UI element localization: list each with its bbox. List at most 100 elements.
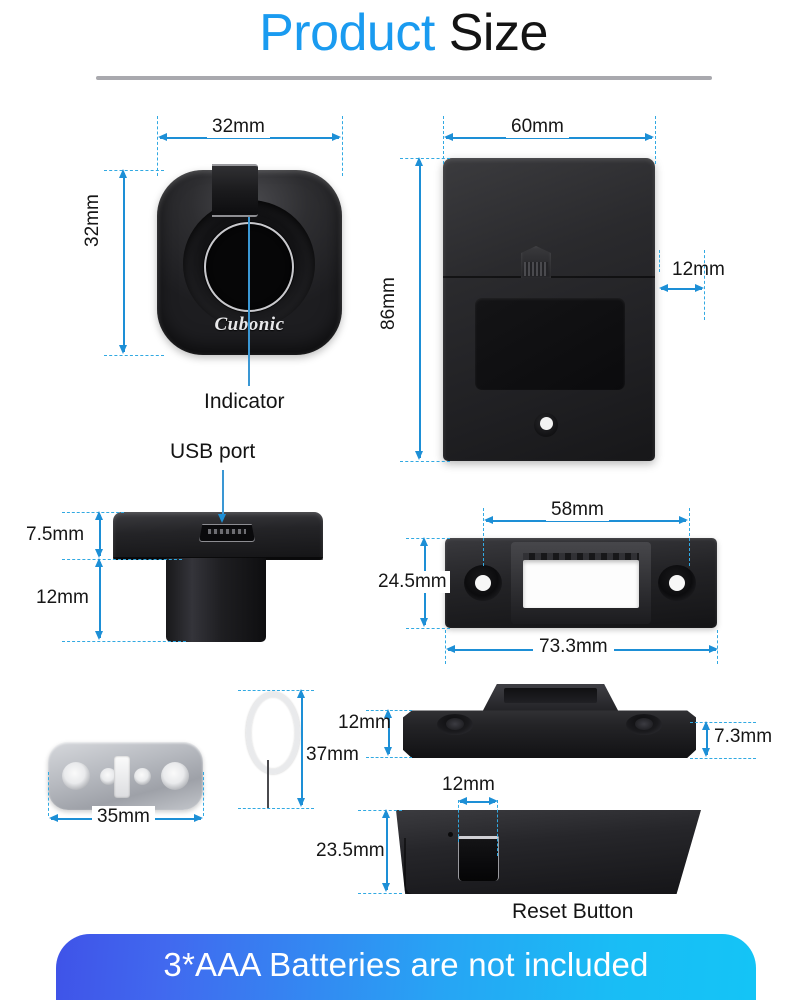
ext-line (104, 170, 164, 171)
dimension-line-left-height (388, 713, 390, 754)
indicator-leader-line (248, 196, 250, 386)
ext-line (497, 800, 498, 856)
ext-line (203, 772, 204, 816)
arrowhead (119, 169, 127, 178)
dimension-label-width: 60mm (506, 116, 569, 138)
arrowhead (194, 814, 203, 822)
arrowhead (382, 809, 390, 818)
arrowhead (458, 797, 467, 805)
dimension-label-right-height: 7.3mm (714, 726, 773, 747)
arrowhead (444, 133, 453, 141)
page-title-accent: Product (259, 4, 435, 62)
dimension-label-width: 35mm (92, 806, 155, 828)
arrowhead (420, 618, 428, 627)
dimension-line-height (123, 173, 125, 352)
reset-button[interactable] (458, 836, 499, 881)
ext-line (238, 808, 314, 809)
pinhole-icon (448, 832, 453, 837)
arrowhead (420, 537, 428, 546)
ext-line (690, 722, 756, 723)
strike-plate-cutout (523, 553, 639, 608)
arrowhead (695, 284, 704, 292)
ext-line (400, 158, 450, 159)
lock-latch-bolt (212, 164, 258, 217)
arrowhead (645, 133, 654, 141)
arrowhead (415, 157, 423, 166)
usb-leader-line (222, 470, 224, 516)
dimension-label-total-width: 73.3mm (533, 636, 614, 658)
arrowhead (659, 284, 668, 292)
ext-line (62, 559, 182, 560)
reset-button-label: Reset Button (512, 900, 634, 923)
ext-line (659, 250, 660, 272)
dimension-line-height (419, 161, 421, 458)
arrowhead (297, 798, 305, 807)
ext-line (655, 116, 656, 164)
dimension-label-button-width: 12mm (442, 774, 495, 795)
screw-hole (464, 565, 502, 601)
ext-line (366, 757, 412, 758)
arrowhead (382, 883, 390, 892)
dimension-label-height: 23.5mm (316, 840, 385, 861)
screw-hole (658, 565, 696, 601)
battery-notice-text: 3*AAA Batteries are not included (163, 946, 649, 983)
reset-panel-body (396, 810, 701, 894)
arrowhead (489, 797, 498, 805)
screw-hole (134, 768, 151, 785)
arrowhead (384, 709, 392, 718)
ext-line (689, 508, 690, 566)
dimension-label-stem: 12mm (36, 587, 89, 608)
micro-usb-icon (199, 524, 255, 542)
usb-port-label: USB port (170, 440, 256, 463)
ext-line (443, 116, 444, 164)
ext-line (104, 355, 164, 356)
arrowhead (679, 516, 688, 524)
ext-line (62, 641, 186, 642)
latch-slider (521, 246, 551, 278)
dimension-label-height: 24.5mm (375, 571, 450, 593)
dimension-line-height (301, 693, 303, 805)
dimension-line-cap (99, 515, 101, 556)
ext-line (704, 250, 705, 320)
arrowhead (95, 558, 103, 567)
dimension-line-stem (99, 562, 101, 638)
arrowhead (95, 549, 103, 558)
arrowhead (95, 631, 103, 640)
dimension-label-height: 37mm (306, 744, 359, 765)
arrowhead (297, 689, 305, 698)
arrowhead (446, 645, 455, 653)
arrowhead (158, 133, 167, 141)
arrowhead (702, 748, 710, 757)
ext-line (400, 461, 450, 462)
strike-plate-frame (511, 542, 651, 624)
dimension-label-width: 32mm (207, 116, 270, 138)
indicator-label: Indicator (204, 390, 285, 413)
usb-stem-body (166, 558, 266, 642)
strike-plate-body (445, 538, 717, 628)
ext-line (458, 800, 459, 842)
arrowhead (484, 516, 493, 524)
ext-line (358, 810, 402, 811)
ext-line (483, 508, 484, 566)
screw-hole (161, 762, 189, 790)
dimension-label-latch: 12mm (672, 259, 725, 280)
arrowhead (119, 345, 127, 354)
arrowhead (415, 451, 423, 460)
dimension-label-height: 32mm (80, 189, 106, 252)
ext-line (406, 538, 450, 539)
arrowhead (95, 511, 103, 520)
dimension-label-left-height: 12mm (338, 712, 391, 733)
title-divider (96, 76, 712, 80)
panel-step-edge (404, 838, 550, 894)
screw-hole (100, 768, 117, 785)
ext-line (690, 758, 756, 759)
arrowhead (332, 133, 341, 141)
ext-line (48, 772, 49, 816)
ext-line (445, 630, 446, 664)
dimension-line-height (386, 813, 388, 890)
screw-hole (626, 714, 662, 735)
page-title-dark: Size (448, 4, 549, 62)
ext-line (358, 893, 402, 894)
arrowhead (218, 514, 226, 523)
